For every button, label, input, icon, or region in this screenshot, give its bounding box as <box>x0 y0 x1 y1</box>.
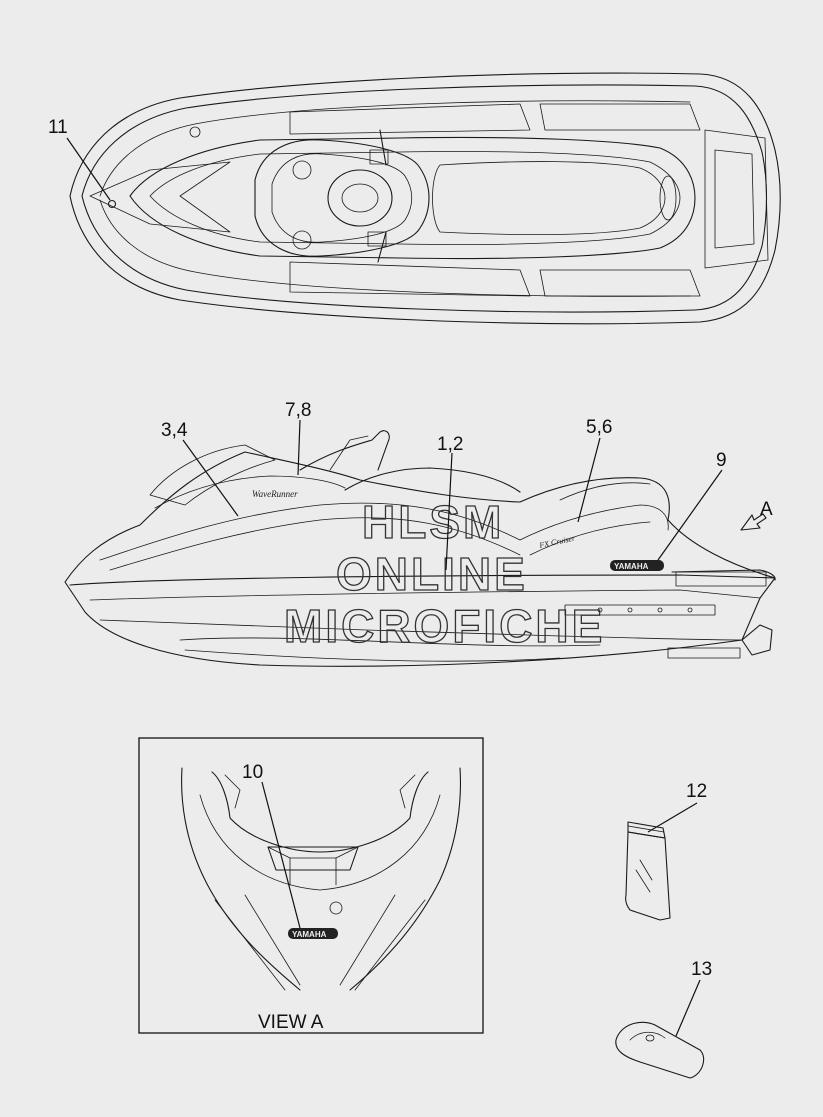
leader-lines <box>66 137 723 1037</box>
yamaha-rear-logo: YAMAHA <box>292 930 327 939</box>
side-view-hull: YAMAHA WaveRunner FX Cruiser <box>64 430 776 667</box>
callout-10: 10 <box>242 762 263 783</box>
callout-13: 13 <box>691 959 712 980</box>
callout-9: 9 <box>716 450 727 471</box>
view-a-stern: YAMAHA <box>181 767 461 991</box>
callout-1-2: 1,2 <box>437 434 463 455</box>
callout-3-4: 3,4 <box>161 420 188 441</box>
yamaha-side-logo: YAMAHA <box>614 562 649 571</box>
top-view-hull <box>69 72 781 325</box>
watermark: HLSM ONLINE MICROFICHE <box>283 495 605 652</box>
callout-11: 11 <box>48 117 68 138</box>
view-a-frame <box>138 737 484 1034</box>
watermark-line1: HLSM <box>362 496 504 548</box>
callout-view-a: A <box>760 499 773 520</box>
callout-12: 12 <box>686 781 707 802</box>
model-decal-rear: FX Cruiser <box>538 533 577 550</box>
view-arrow-a <box>740 513 767 531</box>
model-decal-side: WaveRunner <box>252 489 298 499</box>
callout-7-8: 7,8 <box>285 400 311 421</box>
callout-5-6: 5,6 <box>586 417 612 438</box>
view-a-caption: VIEW A <box>258 1012 324 1033</box>
watermark-line3: MICROFICHE <box>284 600 605 652</box>
watermark-line2: ONLINE <box>336 548 528 600</box>
part-13-holder <box>615 1021 705 1079</box>
part-12-card <box>625 821 671 921</box>
